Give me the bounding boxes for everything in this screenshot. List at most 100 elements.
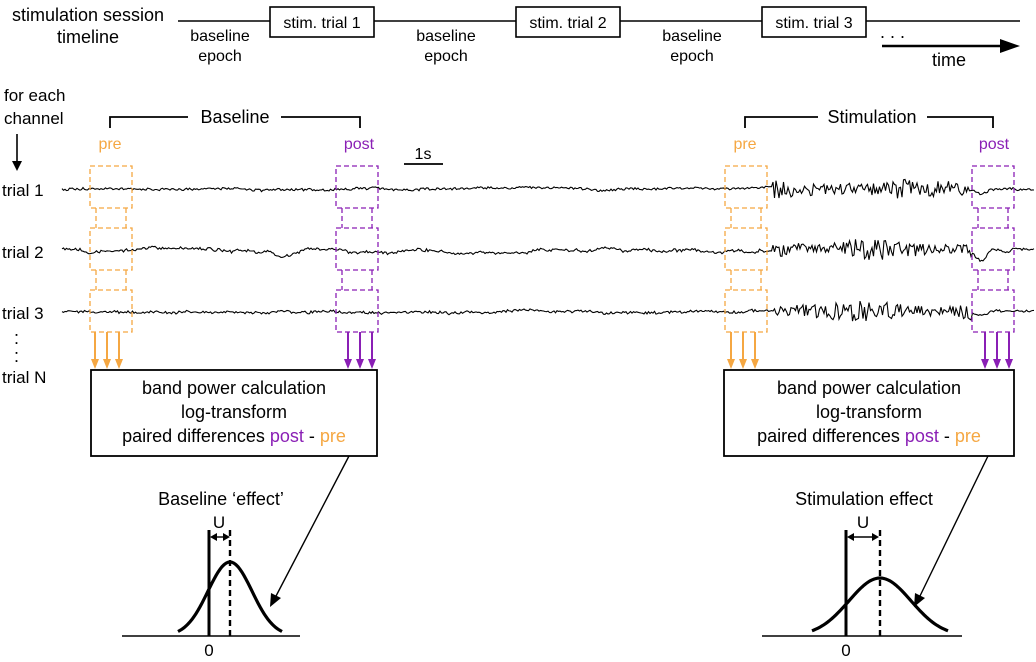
baseline-processing: band power calculation log-transform pai… xyxy=(90,369,378,457)
channel-indicator: for each channel xyxy=(4,86,65,171)
baseline-distribution-curve xyxy=(177,560,283,633)
baseline-post-arrow-head xyxy=(344,359,352,369)
baseline-step-band-power: band power calculation xyxy=(142,378,326,398)
paired-differences-text: paired differences xyxy=(122,426,270,446)
baseline-result-arrow-shaft xyxy=(274,455,350,599)
stimulation-post-arrow-head xyxy=(981,359,989,369)
baseline-epoch-3-line2: epoch xyxy=(670,48,714,65)
stimulation-processing: band power calculation log-transform pai… xyxy=(723,369,1015,457)
stimulation-pre-window-trial-2 xyxy=(724,227,768,271)
baseline-post-arrow-head xyxy=(368,359,376,369)
stimulation-pre-windows xyxy=(724,165,768,333)
channel-label-line2: channel xyxy=(4,109,64,128)
stimulation-zero-label: 0 xyxy=(841,641,850,660)
stim-trial-2-label: stim. trial 2 xyxy=(529,15,606,32)
baseline-pre-window-trial-2 xyxy=(89,227,133,271)
timeline-ellipsis: . . . xyxy=(880,22,905,42)
stimulation-pre-arrow-head xyxy=(751,359,759,369)
paired-differences-post: post xyxy=(270,426,304,446)
eeg-trace-trial-1 xyxy=(61,178,1035,199)
baseline-pre-window-trial-3 xyxy=(89,289,133,333)
baseline-section-title: Baseline xyxy=(200,107,269,127)
paired-differences-minus: - xyxy=(304,426,320,446)
stimulation-post-label: post xyxy=(979,136,1010,153)
paired-differences-minus: - xyxy=(939,426,955,446)
baseline-bracket-left xyxy=(109,116,188,128)
baseline-post-window-trial-2 xyxy=(335,227,379,271)
trial-dots-upper: : xyxy=(14,328,19,348)
baseline-pre-windows xyxy=(89,165,133,333)
stimulation-u-arrow-left xyxy=(847,533,854,541)
timeline-label-line2: timeline xyxy=(57,27,119,47)
eeg-traces xyxy=(61,178,1035,322)
time-scale-bar: 1s xyxy=(404,146,443,165)
stimulation-u-arrow-right xyxy=(872,533,879,541)
baseline-epoch-1-line1: baseline xyxy=(190,28,250,45)
trial-1-label: trial 1 xyxy=(2,181,44,200)
baseline-step-log-transform: log-transform xyxy=(181,402,287,422)
baseline-post-arrow-head xyxy=(356,359,364,369)
baseline-pre-label: pre xyxy=(98,136,121,153)
baseline-u-arrow-right xyxy=(223,533,230,541)
stim-trial-1-box xyxy=(269,6,375,38)
stimulation-post-window-trial-1 xyxy=(971,165,1015,209)
baseline-pre-arrow-head xyxy=(91,359,99,369)
baseline-post-windows xyxy=(335,165,379,333)
baseline-pre-arrow-head xyxy=(115,359,123,369)
paired-differences-pre: pre xyxy=(320,426,346,446)
stimulation-section-title: Stimulation xyxy=(827,107,916,127)
baseline-effect-distribution: Baseline ‘effect’ U 0 xyxy=(122,489,300,660)
baseline-bracket: Baseline xyxy=(109,107,361,128)
scale-bar-label: 1s xyxy=(415,146,432,163)
stimulation-bracket-right xyxy=(927,116,994,128)
trial-dots-lower: : xyxy=(14,346,19,366)
stimulation-result-arrow-head xyxy=(914,593,925,607)
baseline-post-label: post xyxy=(344,136,375,153)
stim-trial-2-box xyxy=(515,6,621,38)
baseline-post-window-trial-1 xyxy=(335,165,379,209)
paired-differences-post: post xyxy=(905,426,939,446)
stimulation-pre-window-trial-3 xyxy=(724,289,768,333)
trial-2-label: trial 2 xyxy=(2,243,44,262)
stimulation-pre-window-trial-1 xyxy=(724,165,768,209)
stim-trial-1-label: stim. trial 1 xyxy=(283,15,360,32)
stimulation-step-band-power: band power calculation xyxy=(777,378,961,398)
time-arrow-head xyxy=(1000,39,1020,53)
stimulation-effect-distribution: Stimulation effect U 0 xyxy=(762,489,962,660)
baseline-epoch-2-line1: baseline xyxy=(416,28,476,45)
stimulation-effect-title: Stimulation effect xyxy=(795,489,933,509)
baseline-u-arrow-left xyxy=(210,533,217,541)
stimulation-bracket: Stimulation xyxy=(744,107,994,128)
baseline-bracket-right xyxy=(281,116,361,128)
stimulation-post-window-trial-2 xyxy=(971,227,1015,271)
time-label: time xyxy=(932,50,966,70)
eeg-trace-trial-2 xyxy=(61,238,1035,263)
stim-trial-3-box xyxy=(761,6,867,38)
stimulation-pre-label: pre xyxy=(733,136,756,153)
channel-arrow-head xyxy=(12,161,22,171)
baseline-processing-box xyxy=(90,369,378,457)
channel-label-line1: for each xyxy=(4,86,65,105)
paired-differences-text: paired differences xyxy=(757,426,905,446)
session-timeline: stimulation session timeline stim. trial… xyxy=(12,5,1020,70)
baseline-zero-label: 0 xyxy=(204,641,213,660)
stimulation-post-arrow-head xyxy=(1005,359,1013,369)
trial-3-label: trial 3 xyxy=(2,304,44,323)
baseline-step-paired-differences: paired differences post - pre xyxy=(122,426,346,446)
baseline-epoch-1-line2: epoch xyxy=(198,48,242,65)
trial-labels: trial 1 trial 2 trial 3 : : trial N xyxy=(2,181,46,387)
stimulation-post-windows xyxy=(971,165,1015,333)
baseline-u-label: U xyxy=(213,513,225,532)
stimulation-processing-box xyxy=(723,369,1015,457)
stimulation-bracket-left xyxy=(744,116,818,128)
stimulation-post-arrow-head xyxy=(993,359,1001,369)
stimulation-step-paired-differences: paired differences post - pre xyxy=(757,426,981,446)
baseline-epoch-2-line2: epoch xyxy=(424,48,468,65)
trial-n-label: trial N xyxy=(2,368,46,387)
paired-differences-pre: pre xyxy=(955,426,981,446)
baseline-effect-title: Baseline ‘effect’ xyxy=(158,489,284,509)
baseline-pre-arrow-head xyxy=(103,359,111,369)
stimulation-pre-arrow-head xyxy=(727,359,735,369)
stimulation-post-window-trial-3 xyxy=(971,289,1015,333)
